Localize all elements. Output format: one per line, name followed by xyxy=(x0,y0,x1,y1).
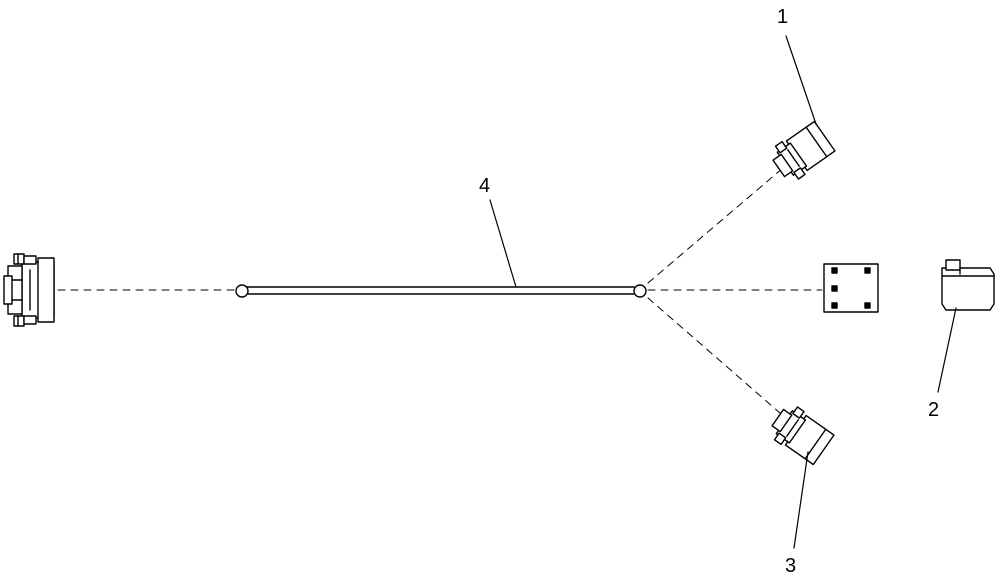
callout-labels: 1 2 3 4 xyxy=(479,6,939,577)
cable-end-right xyxy=(633,284,647,298)
connector-1-icon xyxy=(772,120,836,180)
connector-3-icon xyxy=(771,406,835,466)
leader-line-4 xyxy=(489,199,517,288)
harness-cable xyxy=(235,284,647,298)
dashed-line-upper-branch xyxy=(647,161,791,284)
connector-2-icon xyxy=(941,259,995,311)
callout-1: 1 xyxy=(777,6,788,28)
cable-end-left xyxy=(235,284,249,298)
leader-lines xyxy=(489,35,957,549)
assembly-dashed-lines xyxy=(57,161,823,421)
center-terminal-block-icon xyxy=(823,263,879,313)
leader-line-2 xyxy=(937,307,957,393)
callout-4: 4 xyxy=(479,175,490,197)
leader-line-3 xyxy=(793,451,809,549)
callout-3: 3 xyxy=(785,555,796,577)
leader-line-1 xyxy=(785,35,817,125)
dashed-line-lower-branch xyxy=(647,297,789,421)
left-connector-icon xyxy=(3,253,55,327)
callout-2: 2 xyxy=(928,399,939,421)
